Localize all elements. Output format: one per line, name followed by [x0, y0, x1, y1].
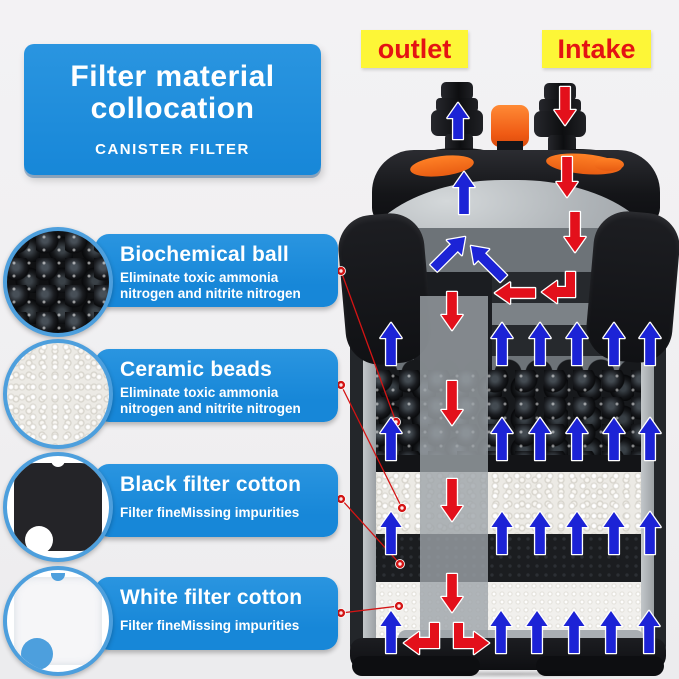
material-description: Filter fineMissing impurities: [120, 618, 300, 633]
page-subtitle: CANISTER FILTER: [95, 140, 250, 158]
pad-notch: [51, 573, 65, 581]
intake-downtube-channel: [420, 296, 488, 638]
page-title-line2: collocation: [90, 92, 255, 126]
pad-hole: [21, 638, 53, 670]
head-accent-nub: [594, 158, 624, 171]
black-cotton-photo: [3, 452, 113, 562]
material-name: Biochemical ball: [120, 243, 289, 266]
material-name: Ceramic beads: [120, 358, 273, 381]
material-box-biochemical-ball: Biochemical ball Eliminate toxic ammonia…: [95, 234, 338, 307]
leader-dot-center: [339, 611, 343, 615]
material-name: Black filter cotton: [120, 473, 302, 496]
outlet-connector-nut: [431, 110, 483, 136]
primer-button: [491, 105, 529, 147]
body-rim-right: [641, 304, 654, 652]
layer-separator: [370, 455, 652, 473]
material-name: White filter cotton: [120, 586, 303, 609]
pad-notch: [51, 459, 65, 467]
material-description: Filter fineMissing impurities: [120, 505, 300, 520]
leader-dot-center: [339, 497, 343, 501]
bio-balls-photo: [3, 227, 113, 337]
body-shoulder-right: [583, 208, 679, 366]
white-cotton-photo: [3, 566, 113, 676]
base-foot-right: [536, 656, 664, 676]
intake-connector-nut: [534, 111, 586, 137]
page-title-line1: Filter material: [70, 60, 275, 93]
ceramic-beads-layer: [370, 472, 652, 534]
black-cotton-layer: [370, 534, 652, 582]
base-foot-left: [352, 656, 480, 676]
bio-balls-layer: [370, 370, 652, 458]
material-box-ceramic-beads: Ceramic beads Eliminate toxic ammonia ni…: [95, 349, 338, 422]
title-box: Filter material collocation CANISTER FIL…: [24, 44, 321, 175]
material-box-white-cotton: White filter cotton Filter fineMissing i…: [95, 577, 338, 650]
material-description: Eliminate toxic ammonia nitrogen and nit…: [120, 270, 301, 301]
leader-dot-center: [339, 383, 343, 387]
intake-label: Intake: [542, 30, 651, 68]
outlet-connector-tip: [441, 82, 473, 100]
ceramic-beads-photo: [3, 339, 113, 449]
material-description: Eliminate toxic ammonia nitrogen and nit…: [120, 385, 301, 416]
ground-shadow: [356, 670, 660, 678]
material-box-black-cotton: Black filter cotton Filter fineMissing i…: [95, 464, 338, 537]
pad-hole: [25, 526, 53, 554]
outlet-label: outlet: [361, 30, 468, 68]
